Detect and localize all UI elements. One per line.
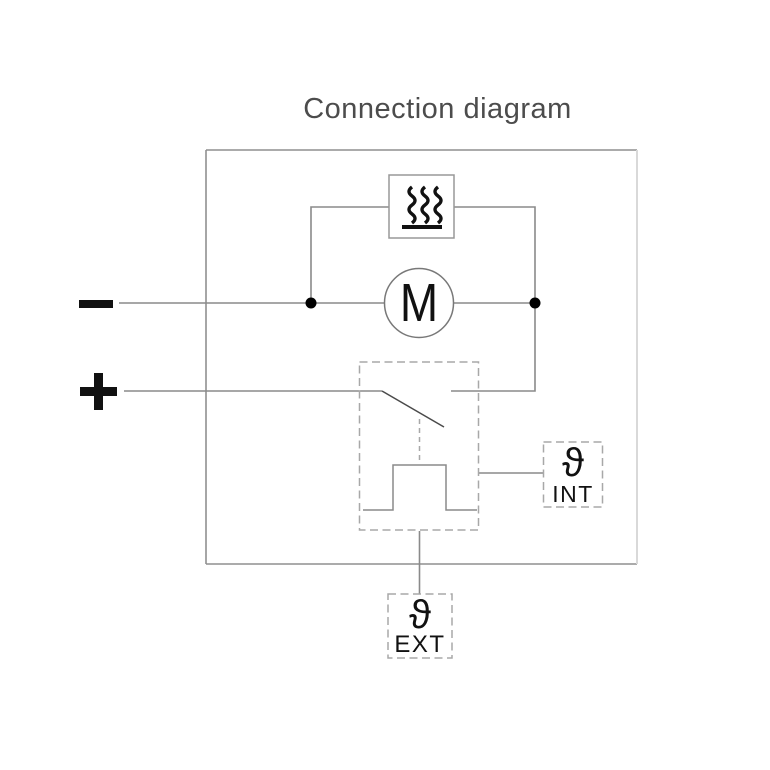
minus-terminal-icon (79, 300, 113, 308)
page-title: Connection diagram (303, 93, 572, 125)
plus-terminal-icon (80, 373, 117, 410)
switch-contact-wire (451, 303, 536, 392)
heater-branch-left-wire (310, 206, 389, 303)
thermostat-switch-icon (381, 390, 445, 428)
motor-label: M (399, 273, 439, 333)
heater-underline (402, 225, 442, 229)
int-theta-symbol: ϑ (562, 441, 584, 485)
thermostat-switch (358, 361, 480, 531)
wires (119, 206, 543, 594)
ext-sensor-dashed-box (387, 593, 453, 659)
cam-profile-icon (363, 464, 477, 511)
heating-element-icon (407, 185, 443, 225)
int-sensor-dashed-box (542, 441, 604, 508)
switch-dashed-box (358, 361, 480, 531)
enclosure-box (205, 149, 638, 565)
heater-element (388, 174, 455, 239)
ext-label: EXT (394, 631, 446, 658)
ext-theta-symbol: ϑ (409, 593, 431, 637)
junction-dot-left (305, 297, 317, 309)
heater-branch-right-wire (454, 206, 536, 303)
motor-icon (383, 267, 455, 339)
int-label: INT (552, 481, 594, 507)
junction-dot-right (529, 297, 541, 309)
